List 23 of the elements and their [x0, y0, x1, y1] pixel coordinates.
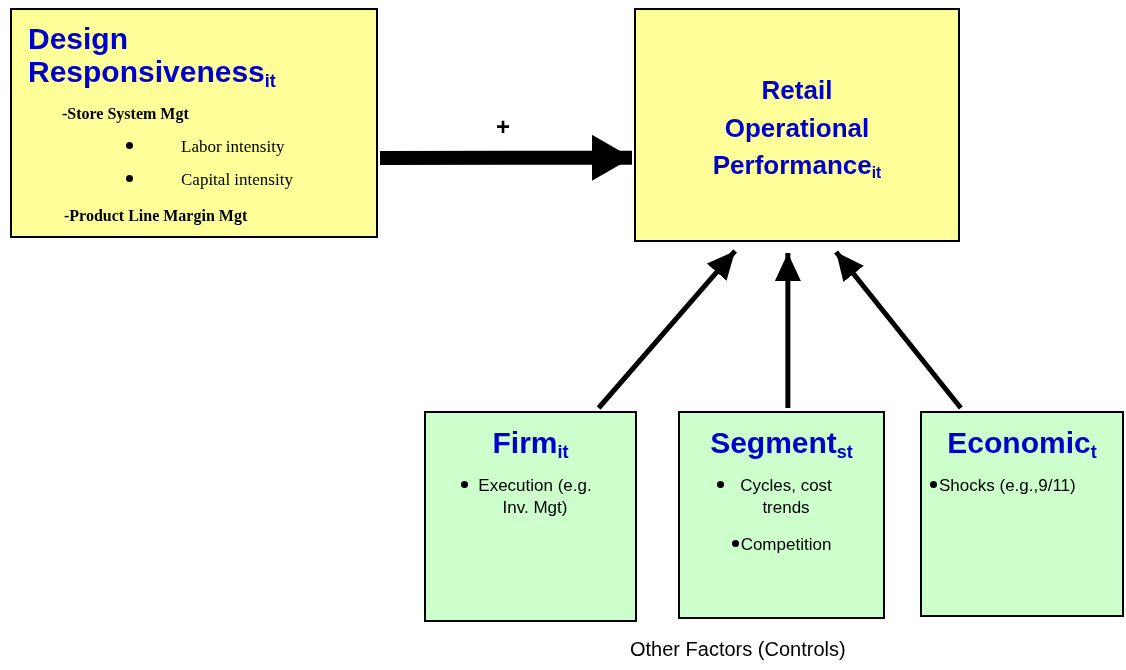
bullet-text: Labor intensity	[181, 136, 285, 158]
box-heading: Retail Operational Performance$_{it}$	[711, 74, 883, 184]
arrow	[596, 249, 737, 410]
arrow	[834, 250, 963, 410]
group-caption: Other Factors (Controls)	[630, 638, 846, 661]
bullet-text: Capital intensity	[181, 169, 293, 191]
arrow	[380, 134, 632, 181]
bullet-text: Competition	[740, 534, 832, 556]
subheading-text: -Product Line Margin Mgt	[64, 206, 248, 227]
factor-box	[424, 411, 637, 622]
factor-box	[920, 411, 1124, 617]
concept-box	[10, 8, 378, 238]
box-heading: Firm$_{it}$	[492, 425, 569, 464]
bullet-text: Cycles, cost trends	[739, 475, 833, 520]
box-heading: Economic$_{t}$	[947, 425, 1097, 464]
box-heading: Segment$_{st}$	[710, 425, 853, 464]
box-heading: Design Responsiveness$_{it}$	[28, 22, 277, 92]
bullet-text: Execution (e.g. Inv. Mgt)	[477, 475, 593, 520]
subheading-text: -Store System Mgt	[62, 104, 189, 125]
bullet-text: Shocks (e.g.,9/11)	[939, 475, 1076, 497]
outcome-box	[634, 8, 960, 242]
arrow	[774, 253, 801, 408]
factor-box	[678, 411, 885, 619]
